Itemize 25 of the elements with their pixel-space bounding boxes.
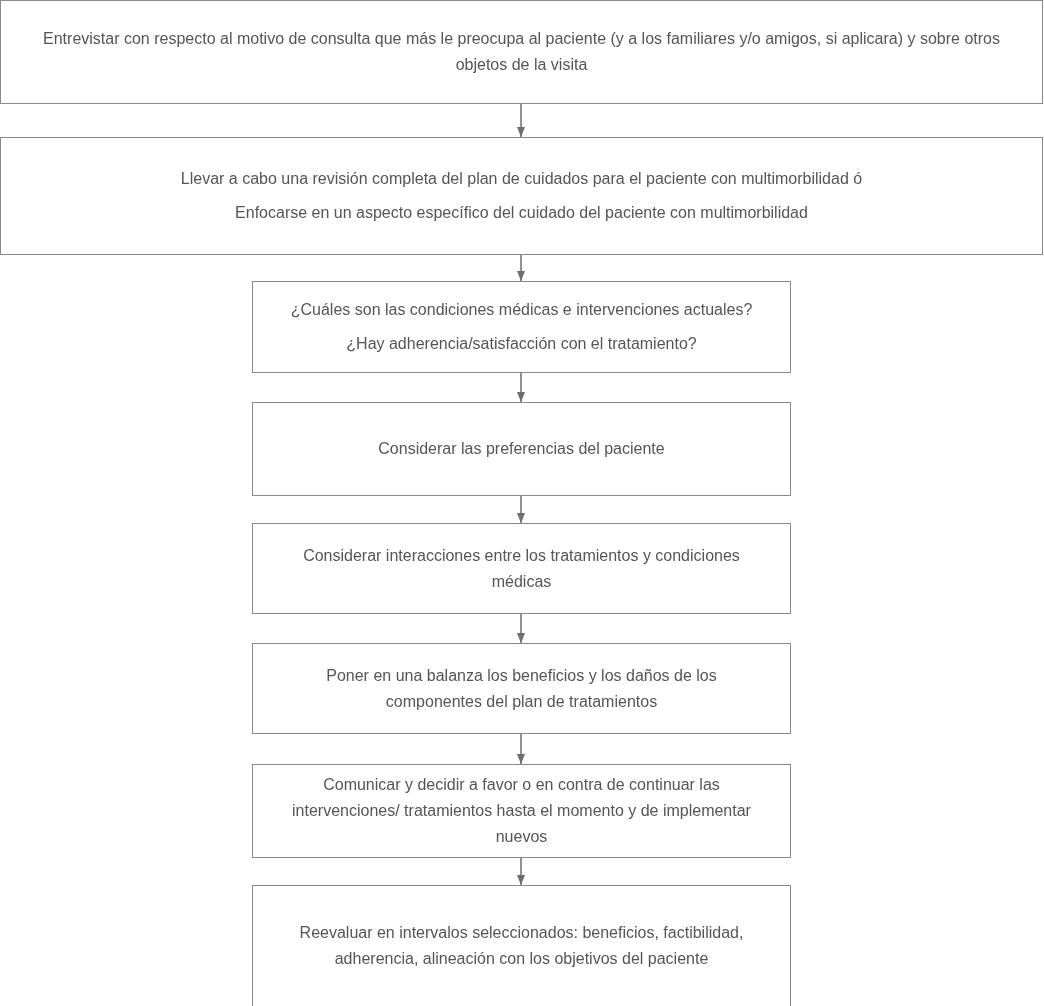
process-box [0,0,1043,104]
step-text: Entrevistar con respecto al motivo de consulta que más le preocupa al paciente (y a los familiares y/o amigos, si aplicara) y sobre otros objetos de la visita [42,29,1001,75]
process-box [252,885,791,1006]
step-text: ¿Hay adherencia/satisfacción con el tratamiento? [346,334,697,354]
step-text: Llevar a cabo una revisión completa del plan de cuidados para el paciente con multimorbilidad ó [180,169,863,189]
process-box [252,643,791,734]
arrow [517,103,525,138]
arrow [517,733,525,765]
process-box [252,402,791,496]
arrow [517,613,525,644]
step-text: Enfocarse en un aspecto específico del cuidado del paciente con multimorbilidad [235,203,808,223]
process-box [252,764,791,858]
step-text: Considerar interacciones entre los tratamientos y condiciones médicas [302,545,741,592]
arrow [517,254,525,282]
step-text: Comunicar y decidir a favor o en contra de continuar las intervenciones/ tratamientos hasta el momento y de implementar nuevos [291,775,752,847]
process-box [252,523,791,614]
step-text: Considerar las preferencias del paciente [378,439,665,459]
process-box [0,137,1043,255]
arrow [517,372,525,403]
step-text: Reevaluar en intervalos seleccionados: beneficios, factibilidad, adherencia, alineación con los objetivos del paciente [298,923,745,969]
process-box [252,281,791,373]
arrow [517,857,525,886]
arrow [517,495,525,524]
step-text: ¿Cuáles son las condiciones médicas e intervenciones actuales? [290,300,753,320]
step-text: Poner en una balanza los beneficios y los daños de los componentes del plan de tratamientos [325,665,718,712]
